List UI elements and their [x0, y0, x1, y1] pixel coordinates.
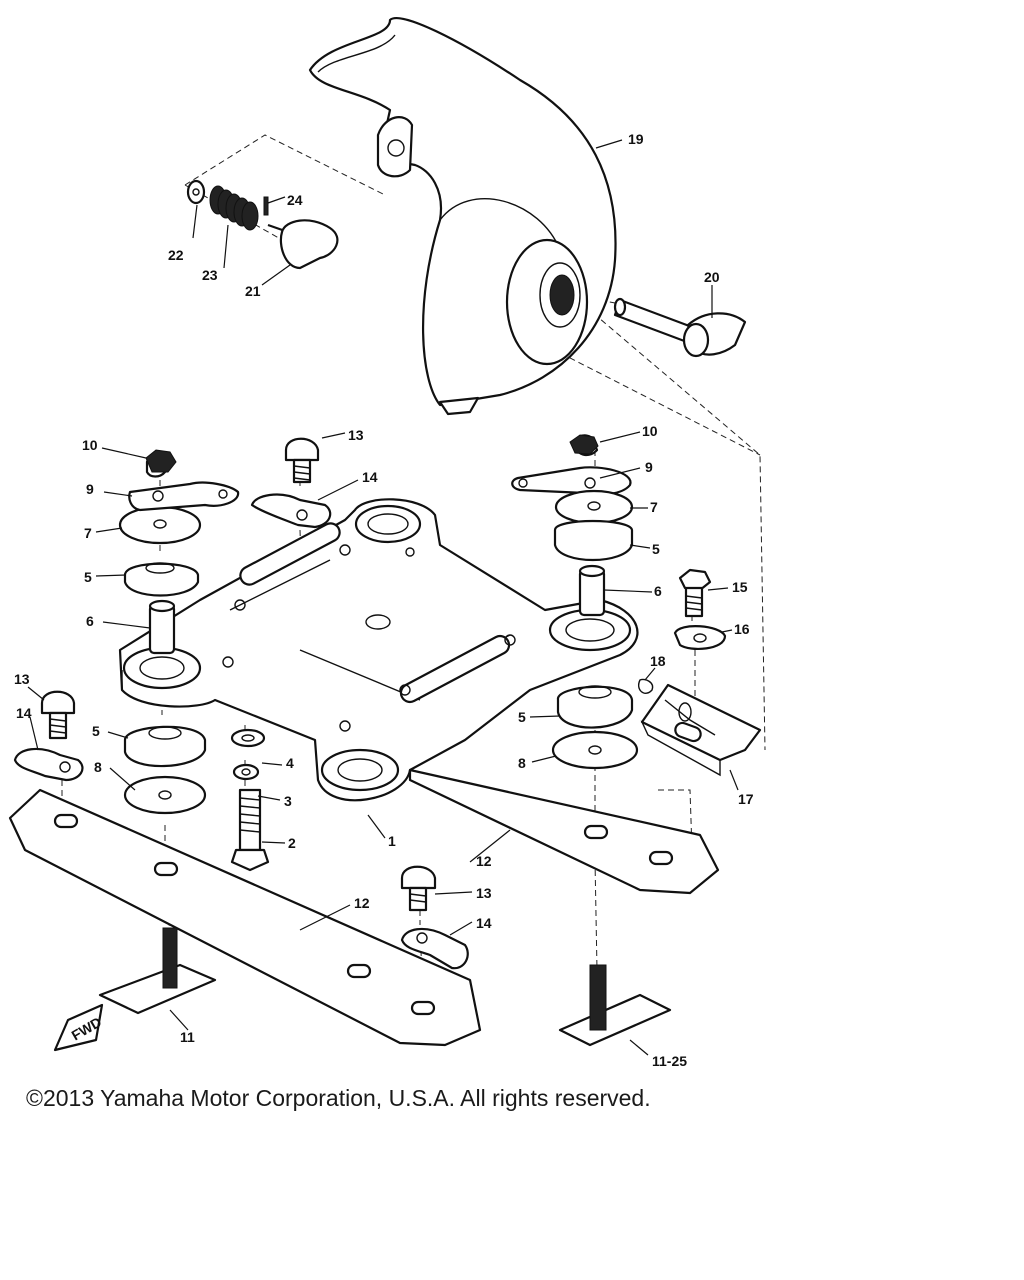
part-label: 12	[476, 853, 492, 869]
part-label: 11	[180, 1029, 195, 1045]
part-label: 5	[652, 541, 660, 557]
part-label: 13	[14, 671, 30, 687]
part-label: 10	[82, 437, 98, 453]
part-label: 11-25	[652, 1053, 687, 1069]
part-label: 7	[84, 525, 92, 541]
nut-10-right	[569, 434, 599, 455]
bolt-13-top	[284, 437, 320, 484]
part-label: 6	[654, 583, 662, 599]
right-lower-damper-stack	[551, 685, 639, 770]
part-label: 24	[287, 192, 303, 208]
pin-19	[613, 297, 747, 358]
clip-20	[638, 678, 654, 694]
part-label: 7	[650, 499, 658, 515]
part-label: 12	[354, 895, 370, 911]
mounting-plate	[118, 498, 639, 802]
spring-23	[209, 185, 259, 231]
pin-24	[263, 196, 269, 216]
part-label: 14	[476, 915, 492, 931]
part-label: 2	[288, 835, 296, 851]
right-rear-damper-stack	[511, 434, 634, 617]
left-lower-damper-stack	[123, 725, 207, 815]
left-front-damper-stack	[118, 453, 240, 655]
part-label: 13	[348, 427, 364, 443]
part-label: 4	[286, 755, 294, 771]
part-label: 5	[518, 709, 526, 725]
part-label: 23	[202, 267, 218, 283]
part-label: 8	[518, 755, 526, 771]
clip-11-25	[558, 964, 672, 1047]
part-label: 9	[86, 481, 94, 497]
fwd-arrow-icon: FWD	[53, 1003, 104, 1052]
washer-4	[230, 728, 266, 748]
lug-14-top	[250, 493, 332, 529]
bracket-17	[640, 683, 762, 777]
part-labels: 19 20 24 22 23 21 10 9 7 5 6 13 14 10 9 …	[14, 131, 754, 1069]
nut-10-left	[145, 449, 177, 473]
copyright-notice: ©2013 Yamaha Motor Corporation, U.S.A. A…	[26, 1085, 651, 1111]
bolt-15	[678, 568, 712, 618]
part-label: 14	[362, 469, 378, 485]
part-label: 5	[84, 569, 92, 585]
part-label: 14	[16, 705, 32, 721]
part-label: 21	[245, 283, 261, 299]
part-label: 22	[168, 247, 184, 263]
lug-14-left	[13, 747, 84, 782]
part-label: 19	[628, 131, 644, 147]
part-label: 1	[388, 833, 396, 849]
washer-3	[232, 763, 260, 781]
washer-16	[673, 625, 727, 651]
part-label: 17	[738, 791, 754, 807]
part-label: 6	[86, 613, 94, 629]
clip-11	[98, 927, 217, 1015]
part-label: 20	[704, 269, 720, 285]
bolt-2	[230, 788, 270, 872]
part-label: 13	[476, 885, 492, 901]
leader-lines	[27, 139, 739, 1056]
part-label: 18	[650, 653, 666, 669]
bolt-13-lower	[400, 865, 437, 912]
bolt-13-left	[40, 690, 76, 740]
part-label: 9	[645, 459, 653, 475]
knob-assembly	[186, 179, 339, 270]
exploded-parts-diagram: FWD	[8, 17, 766, 1069]
part-label: 10	[642, 423, 658, 439]
part-label: 3	[284, 793, 292, 809]
fan-shroud	[308, 17, 617, 416]
part-label: 5	[92, 723, 100, 739]
part-label: 16	[734, 621, 750, 637]
lug-14-lower	[400, 927, 469, 970]
part-label: 15	[732, 579, 748, 595]
rail-left	[8, 788, 482, 1047]
knob-21	[279, 219, 339, 270]
washer-22	[186, 179, 206, 205]
rail-right	[408, 768, 720, 895]
part-label: 8	[94, 759, 102, 775]
